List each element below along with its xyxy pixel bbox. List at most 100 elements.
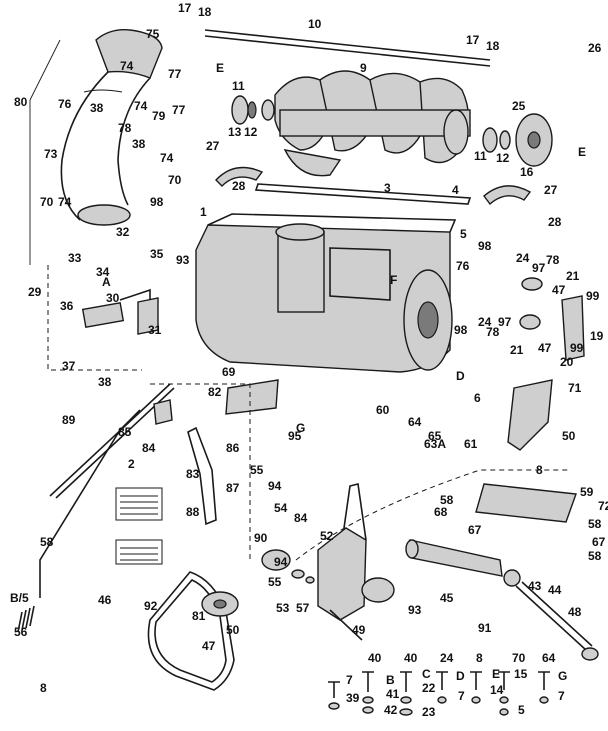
callout-label: E (492, 667, 500, 681)
callout-label: 99 (570, 341, 584, 355)
pulley-53 (261, 549, 315, 584)
callout-label: 7 (458, 689, 465, 703)
bearing-left-13 (231, 95, 275, 125)
callout-label: 50 (562, 429, 576, 443)
callout-label: 64 (408, 415, 422, 429)
callout-label: 68 (434, 505, 448, 519)
callout-label: 67 (468, 523, 482, 537)
callout-label: E (578, 145, 586, 159)
callout-label: 42 (384, 703, 398, 717)
shaft-10 (204, 29, 491, 67)
callout-label: 6 (474, 391, 481, 405)
discharge-chute-73 (60, 29, 163, 226)
callout-label: 2 (128, 457, 135, 471)
callout-label: 58 (588, 549, 602, 563)
callout-label: D (456, 669, 465, 683)
bracket-27-left (215, 166, 264, 187)
callout-label: 26 (588, 41, 602, 55)
callout-label: 32 (116, 225, 130, 239)
callout-label: 94 (268, 479, 282, 493)
callout-label: 40 (368, 651, 382, 665)
auger-assembly-9 (274, 70, 471, 177)
callout-label: 21 (510, 343, 524, 357)
shaft-43 (405, 539, 521, 587)
callout-label: 12 (496, 151, 510, 165)
callout-label: G (296, 421, 305, 435)
pulley-50 (201, 591, 239, 617)
callout-label: 12 (244, 125, 258, 139)
callout-label: 74 (160, 151, 174, 165)
callout-label: 52 (320, 529, 334, 543)
callout-label: 93 (408, 603, 422, 617)
callout-label: 41 (386, 687, 400, 701)
callout-label: 98 (478, 239, 492, 253)
callout-label: 35 (150, 247, 164, 261)
callout-label: 81 (192, 609, 206, 623)
callout-label: 64 (542, 651, 556, 665)
callout-label: 99 (586, 289, 600, 303)
callout-label: 3 (384, 181, 391, 195)
callout-label: 83 (186, 467, 200, 481)
callout-label: 5 (460, 227, 467, 241)
callout-label: 17 (178, 1, 192, 15)
rod-90 (39, 409, 141, 598)
boundary-82 (150, 383, 251, 560)
callout-label: 78 (118, 121, 132, 135)
callout-label: 55 (268, 575, 282, 589)
callout-label: 24 (516, 251, 530, 265)
callout-label: F (390, 273, 397, 287)
callout-label: 13 (228, 125, 242, 139)
decal-92 (115, 539, 163, 565)
callout-label: 11 (232, 79, 245, 93)
callout-label: 86 (226, 441, 240, 455)
leader-80-top (29, 39, 61, 101)
callout-label: 43 (528, 579, 542, 593)
callout-label: 30 (106, 291, 120, 305)
callout-label: 21 (566, 269, 580, 283)
callout-label: 71 (568, 381, 582, 395)
rod-89 (49, 383, 175, 499)
callout-label: 38 (132, 137, 146, 151)
callout-label: 56 (14, 625, 28, 639)
callout-label: 5 (518, 703, 525, 717)
drive-belt-81 (147, 571, 235, 691)
callout-label: 48 (568, 605, 582, 619)
callout-label: 72 (598, 499, 608, 513)
callout-label: 31 (148, 323, 162, 337)
callout-label: 55 (250, 463, 264, 477)
callout-label: 27 (544, 183, 558, 197)
callout-label: 85 (118, 425, 132, 439)
callout-label: 74 (120, 59, 134, 73)
callout-label: 45 (440, 591, 454, 605)
callout-label: 89 (62, 413, 76, 427)
bracket-84 (153, 399, 173, 425)
callout-label: 33 (68, 251, 82, 265)
callout-label: D (456, 369, 465, 383)
callout-label: 74 (134, 99, 148, 113)
callout-label: 18 (486, 39, 500, 53)
callout-label: 7 (558, 689, 565, 703)
callout-label: 25 (512, 99, 526, 113)
callout-label: 24 (440, 651, 454, 665)
callout-label: 91 (478, 621, 492, 635)
callout-label: 38 (98, 375, 112, 389)
bracket-27-right (483, 185, 532, 206)
callout-label: 60 (376, 403, 390, 417)
link-83 (187, 426, 217, 526)
callout-label: 49 (352, 623, 366, 637)
callout-label: A (102, 275, 111, 289)
callout-label: 58 (440, 493, 454, 507)
callout-label: 88 (186, 505, 200, 519)
callout-label: 80 (14, 95, 28, 109)
callout-label: 58 (40, 535, 54, 549)
callout-label: 95 (288, 429, 302, 443)
callout-label: 98 (150, 195, 164, 209)
callout-label: 47 (538, 341, 552, 355)
callout-label: 63A (424, 437, 446, 451)
callout-label: 93 (176, 253, 190, 267)
shield-69 (225, 379, 279, 415)
callout-label: 23 (422, 705, 436, 719)
callout-label: 77 (172, 103, 186, 117)
